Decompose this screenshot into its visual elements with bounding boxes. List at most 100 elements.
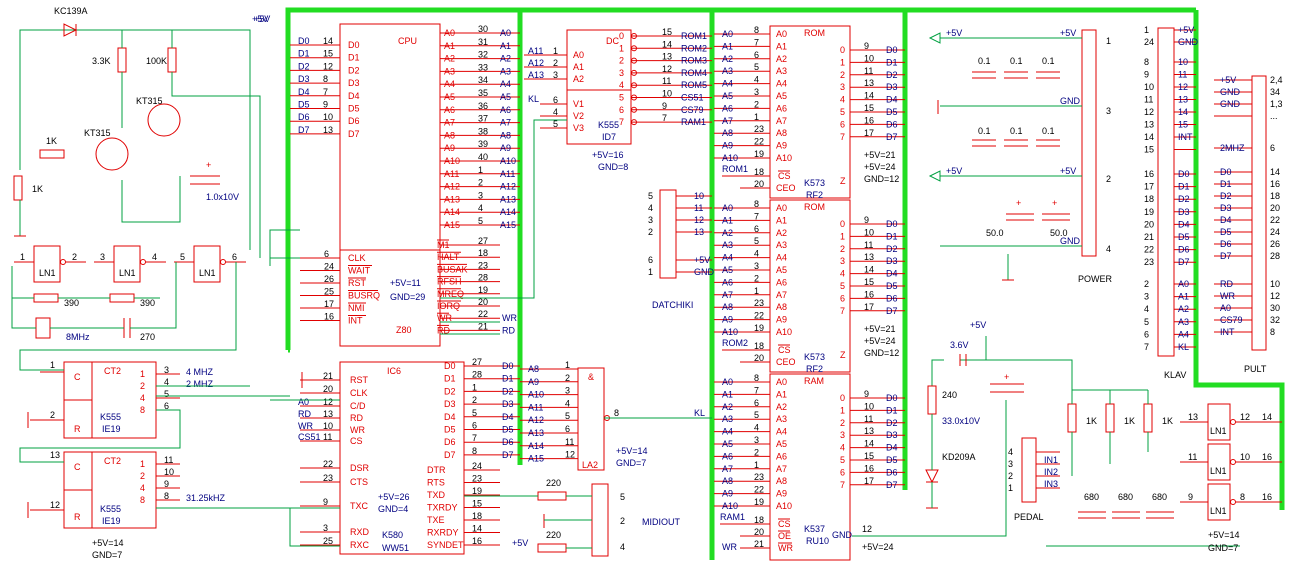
pult-net: D0 <box>1220 167 1232 177</box>
cpu-pin-number: 30 <box>478 24 488 34</box>
cpu-pin-number: 18 <box>478 248 488 258</box>
osc-pin-number: 4 <box>152 252 157 262</box>
datchiki-pin: 5 <box>648 191 653 201</box>
mem-pin-number: 8 <box>754 373 759 383</box>
pult-pin: 18 <box>1270 191 1280 201</box>
cpu-pin-number: 32 <box>478 50 488 60</box>
cpu-ctrl-name: RFSH <box>437 277 462 287</box>
klav-net: 13 <box>1178 95 1188 105</box>
la2-input-net: A8 <box>528 364 539 374</box>
pult-pin: 2,4 <box>1270 75 1283 85</box>
reset-q2: KT315 <box>136 96 163 106</box>
klav-pin: 13 <box>1144 120 1154 130</box>
mem-addr-name: A7 <box>776 290 787 300</box>
dc-pin-number: 5 <box>553 119 558 129</box>
mem-oe-name: OE <box>778 531 791 541</box>
ic6-pin-number: 10 <box>323 421 333 431</box>
cpu-pin-name: A1 <box>444 41 455 51</box>
klav-net: D7 <box>1178 257 1190 267</box>
datchiki-net: 11 <box>694 203 703 213</box>
cpu-ctrl-name: MREQ <box>437 289 464 299</box>
klav-pin: 16 <box>1144 169 1154 179</box>
mem-addr-net: A7 <box>722 464 733 474</box>
cpu-ctrl-name: M1 <box>437 240 450 250</box>
mem-addr-net: A4 <box>722 427 733 437</box>
ic6-data-name: D1 <box>444 374 456 384</box>
cpu-pin-number: 38 <box>478 126 488 136</box>
ct1-c: C <box>74 372 81 382</box>
datchiki-net: 10 <box>694 191 704 201</box>
datchiki-title: DATCHIKI <box>652 300 693 310</box>
cpu-pin-number: 16 <box>324 312 334 322</box>
mem-data-index: 1 <box>840 405 845 415</box>
ct-pin-number: 8 <box>164 491 169 501</box>
cpu-addr-net: A1 <box>500 41 511 51</box>
klav-net: A2 <box>1178 304 1189 314</box>
mem-gnd: GND=12 <box>864 174 899 184</box>
pult-pin: 8 <box>1270 327 1275 337</box>
klav-net: 11 <box>1178 70 1187 80</box>
mem-part2: RU10 <box>806 536 829 546</box>
dc-output-index: 7 <box>619 117 624 127</box>
mem-pin-number: 11 <box>864 66 873 76</box>
klav-pin: 10 <box>1144 82 1154 92</box>
ct2-title: CT2 <box>104 456 121 466</box>
mem-pin-number: 4 <box>754 249 759 259</box>
mem-data-net: D1 <box>886 405 898 415</box>
ic6-data-name: D5 <box>444 425 456 435</box>
mem-cs-name: CS <box>778 171 791 181</box>
cpu-data-net: D1 <box>298 49 310 59</box>
ic6-pin-number: 7 <box>472 433 477 443</box>
la2-pin-number: 5 <box>565 411 570 421</box>
pedal-diode: KD209A <box>942 452 976 462</box>
klav-net: D5 <box>1178 232 1190 242</box>
ct2-r: R <box>74 512 81 522</box>
mem-addr-net: A4 <box>722 253 733 263</box>
mem-addr-net: A6 <box>722 451 733 461</box>
pult-net: 2MHZ <box>1220 143 1245 153</box>
mem-pin-number: 5 <box>754 410 759 420</box>
klav-pin: 19 <box>1144 207 1154 217</box>
mem-pin-number: 23 <box>754 124 764 134</box>
cpu-pin-number: 6 <box>324 249 329 259</box>
mem-data-index: 6 <box>840 293 845 303</box>
mem-addr-name: A8 <box>776 302 787 312</box>
dc-input-net: A11 <box>528 46 543 56</box>
mem-addr-name: A1 <box>776 389 787 399</box>
mem-pin-number: 8 <box>754 199 759 209</box>
klav-pin: 3 <box>1144 292 1149 302</box>
mem-pin-number: 2 <box>754 273 759 283</box>
pult-pin: 28 <box>1270 251 1280 261</box>
ct1-title: CT2 <box>104 366 121 376</box>
la2-pin-number: 3 <box>565 386 570 396</box>
datchiki-pin: 3 <box>648 215 653 225</box>
ct-pin-number: 1 <box>50 360 55 370</box>
klav-net: 10 <box>1178 57 1188 67</box>
cpu-ctrl-name: RST <box>348 278 367 288</box>
pult-net: RD <box>1220 279 1233 289</box>
osc-r2: 390 <box>140 298 155 308</box>
power-cap: 0.1 <box>1042 56 1055 66</box>
mem-data-index: 4 <box>840 95 845 105</box>
ic6-pin-name: RXD <box>350 527 370 537</box>
ic6-data-net: D4 <box>502 412 514 422</box>
ic6-pin-number: 23 <box>323 473 333 483</box>
mem-addr-net: A8 <box>722 128 733 138</box>
pult-pin: 14 <box>1270 167 1280 177</box>
pedal-zener: 3.6V <box>950 340 969 350</box>
pedal-pullup: 1K <box>1162 416 1173 426</box>
ic6-pin-number: 1 <box>472 382 477 392</box>
ic6-data-net: D1 <box>502 374 514 384</box>
mem-pin-number: 1 <box>754 460 759 470</box>
ic6-pin-number: 5 <box>472 408 477 418</box>
klav-net: KL <box>1178 342 1189 352</box>
midiout-r1: 220 <box>546 478 561 488</box>
mem-data-index: 4 <box>840 443 845 453</box>
mem-pin-number: 18 <box>754 515 764 525</box>
mem-pin-number: 13 <box>864 78 874 88</box>
dc-output-index: 3 <box>619 68 624 78</box>
